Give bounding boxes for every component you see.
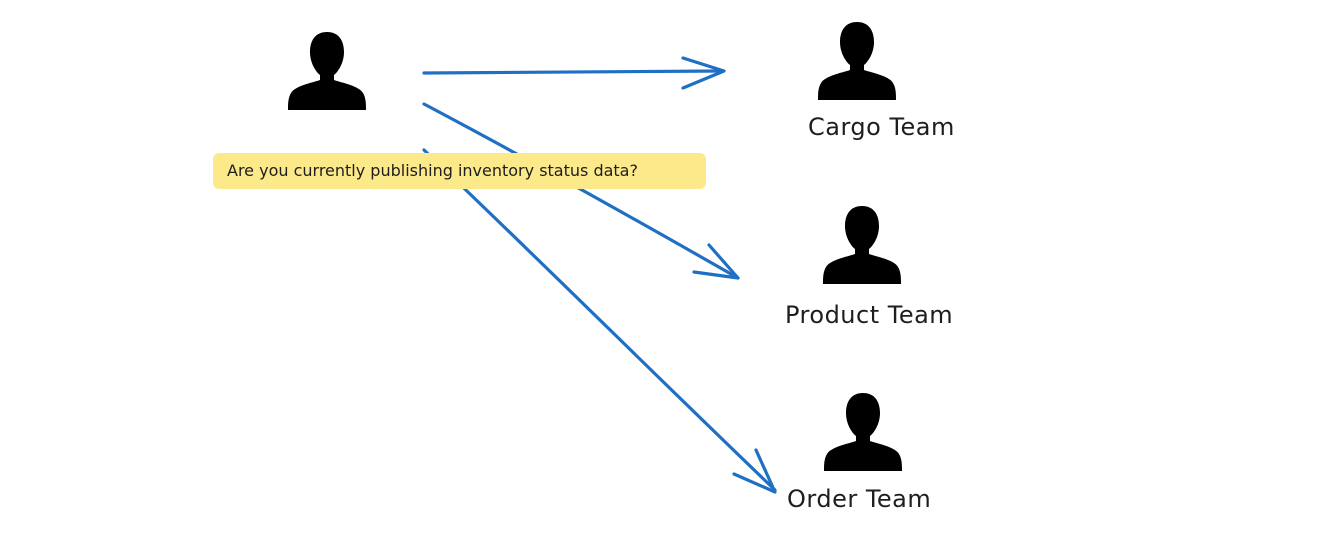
source-person bbox=[285, 30, 369, 110]
product-team-person bbox=[820, 204, 904, 284]
arrowhead-cargo bbox=[681, 56, 726, 90]
person-icon bbox=[823, 206, 901, 284]
product-team-label: Product Team bbox=[785, 301, 954, 329]
order-team-label: Order Team bbox=[787, 485, 932, 513]
person-icon bbox=[824, 393, 902, 471]
arrow-to-product-team bbox=[422, 102, 740, 280]
arrow-to-cargo-team bbox=[422, 69, 724, 75]
arrowhead-order bbox=[732, 448, 777, 494]
order-team-person bbox=[821, 391, 905, 471]
question-highlight: Are you currently publishing inventory s… bbox=[213, 153, 706, 189]
arrow-to-order-team bbox=[422, 148, 777, 492]
arrowhead-product bbox=[692, 243, 740, 280]
cargo-team-person bbox=[815, 20, 899, 100]
person-icon bbox=[288, 32, 366, 110]
cargo-team-label: Cargo Team bbox=[808, 113, 955, 141]
person-icon bbox=[818, 22, 896, 100]
